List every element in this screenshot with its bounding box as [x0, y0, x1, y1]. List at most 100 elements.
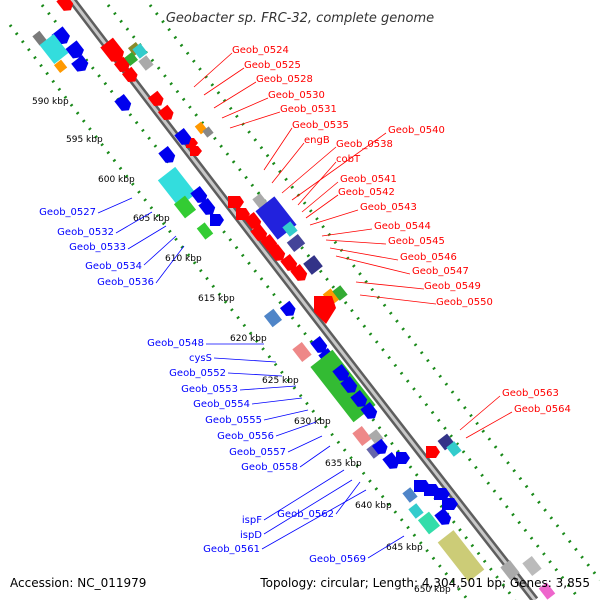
gene-label: Geob_0563 — [502, 388, 559, 399]
gene-label: cysS — [189, 353, 212, 364]
gene-arrow-red — [157, 104, 174, 121]
figure-title: Geobacter sp. FRC-32, complete genome — [166, 11, 434, 26]
gene-block-gray — [522, 556, 542, 576]
forward-gene-labels: Geob_0524 Geob_0525 Geob_0528 Geob_0530 … — [232, 45, 571, 415]
kbp-tick-label: 595 kbp — [66, 135, 103, 145]
gene-arrow-blue — [158, 146, 176, 163]
gene-label: Geob_0542 — [338, 187, 395, 198]
gene-block-gray — [138, 55, 154, 71]
gene-block-gray — [500, 560, 520, 580]
gene-label: Geob_0544 — [374, 221, 431, 232]
gene-label: ispD — [240, 530, 262, 541]
gene-label: Geob_0554 — [193, 399, 250, 410]
gene-arrow-blue — [310, 336, 328, 353]
gene-block-magenta — [538, 582, 556, 600]
gene-label: Geob_0524 — [232, 45, 289, 56]
gene-label: ispF — [242, 515, 262, 526]
gene-arrow-blue — [190, 186, 208, 203]
gene-arrow-blue — [332, 364, 350, 381]
gene-label: Geob_0552 — [169, 368, 226, 379]
gene-arrow-red — [314, 296, 336, 324]
guide-inner-right — [106, 4, 582, 600]
gene-block-green — [332, 285, 348, 301]
gene-block-cyan — [446, 441, 462, 457]
gene-arrow-red — [426, 446, 440, 458]
gene-arrow-blue — [174, 128, 192, 145]
kbp-tick-label: 615 kbp — [198, 294, 235, 304]
gene-block-pink — [352, 426, 372, 446]
gene-block-cyan — [157, 166, 197, 208]
gene-label: Geob_0564 — [514, 404, 571, 415]
kbp-tick-label: 630 kbp — [294, 417, 331, 427]
gene-label: Geob_0536 — [97, 277, 154, 288]
reverse-gene-labels: Geob_0527 Geob_0532 Geob_0533 Geob_0534 … — [39, 207, 366, 565]
kbp-tick-label: 600 kbp — [98, 175, 135, 185]
gene-label: Geob_0561 — [203, 544, 260, 555]
leader-lines-reverse — [97, 197, 405, 559]
gene-arrow-red — [113, 56, 130, 73]
gene-arrow-red — [56, 0, 74, 11]
gene-label: Geob_0535 — [292, 120, 349, 131]
gene-arrow-blue — [382, 452, 400, 469]
gene-arrow-blue — [371, 438, 388, 455]
kbp-tick-label: 640 kbp — [355, 501, 392, 511]
gene-block-gray — [32, 30, 47, 46]
gene-arrow-red — [268, 244, 286, 261]
guide-outer-right — [148, 4, 600, 581]
kbp-tick-label: 635 kbp — [325, 459, 362, 469]
leader-lines-forward — [193, 52, 513, 439]
gene-label: engB — [304, 135, 330, 146]
gene-label: Geob_0531 — [280, 104, 337, 115]
gene-arrow-red — [147, 90, 164, 107]
gene-block-gray — [202, 126, 214, 138]
gene-arrow-red — [100, 37, 124, 62]
kbp-tick-label: 625 kbp — [262, 376, 299, 386]
kbp-tick-label: 650 kbp — [414, 585, 451, 595]
gene-label: Geob_0557 — [229, 447, 286, 458]
gene-arrow-blue — [71, 55, 89, 72]
gene-label: Geob_0528 — [256, 74, 313, 85]
gene-block-teal — [417, 511, 441, 535]
accession-text: Accession: NC_011979 — [10, 576, 146, 590]
gene-label: Geob_0527 — [39, 207, 96, 218]
gene-label: Geob_0547 — [412, 266, 469, 277]
gene-label: Geob_0548 — [147, 338, 204, 349]
gene-block-cyan — [282, 221, 298, 237]
kbp-tick-label: 610 kbp — [165, 254, 202, 264]
gene-arrow-blue — [65, 40, 84, 59]
gene-block-darkblue — [303, 255, 323, 275]
gene-label: Geob_0556 — [217, 431, 274, 442]
kbp-tick-label: 645 kbp — [386, 543, 423, 553]
gene-label: Geob_0540 — [388, 125, 445, 136]
gene-features — [32, 0, 556, 600]
guide-outer-left — [8, 24, 470, 600]
gene-arrow-red — [121, 66, 138, 83]
gene-label: cobT — [336, 154, 361, 165]
gene-label: Geob_0543 — [360, 202, 417, 213]
gene-label: Geob_0532 — [57, 227, 114, 238]
gene-block-green — [173, 195, 197, 219]
gene-block-green — [196, 222, 214, 240]
gene-arrow-red — [290, 264, 308, 281]
gene-arrow-blue — [279, 300, 296, 317]
gene-label: Geob_0541 — [340, 174, 397, 185]
gene-block-khaki — [437, 530, 485, 582]
gene-arrow-blue — [434, 508, 452, 525]
gene-block-purple — [366, 443, 382, 459]
gene-arrow-blue — [442, 498, 458, 510]
gene-arrow-blue — [434, 488, 450, 500]
gene-arrow-blue — [210, 214, 224, 226]
gene-label: Geob_0569 — [309, 554, 366, 565]
gene-arrow-red — [280, 254, 298, 271]
gene-arrow-blue — [396, 452, 410, 464]
gene-block-cyan — [39, 34, 69, 64]
gene-label: Geob_0534 — [85, 261, 142, 272]
gene-label: Geob_0545 — [388, 236, 445, 247]
gene-arrow-blue — [340, 376, 358, 393]
gene-label: Geob_0549 — [424, 281, 481, 292]
gene-arrow-blue — [350, 390, 368, 407]
gene-arrow-blue — [360, 402, 378, 419]
gene-label: Geob_0553 — [181, 384, 238, 395]
kbp-tick-label: 605 kbp — [133, 214, 170, 224]
